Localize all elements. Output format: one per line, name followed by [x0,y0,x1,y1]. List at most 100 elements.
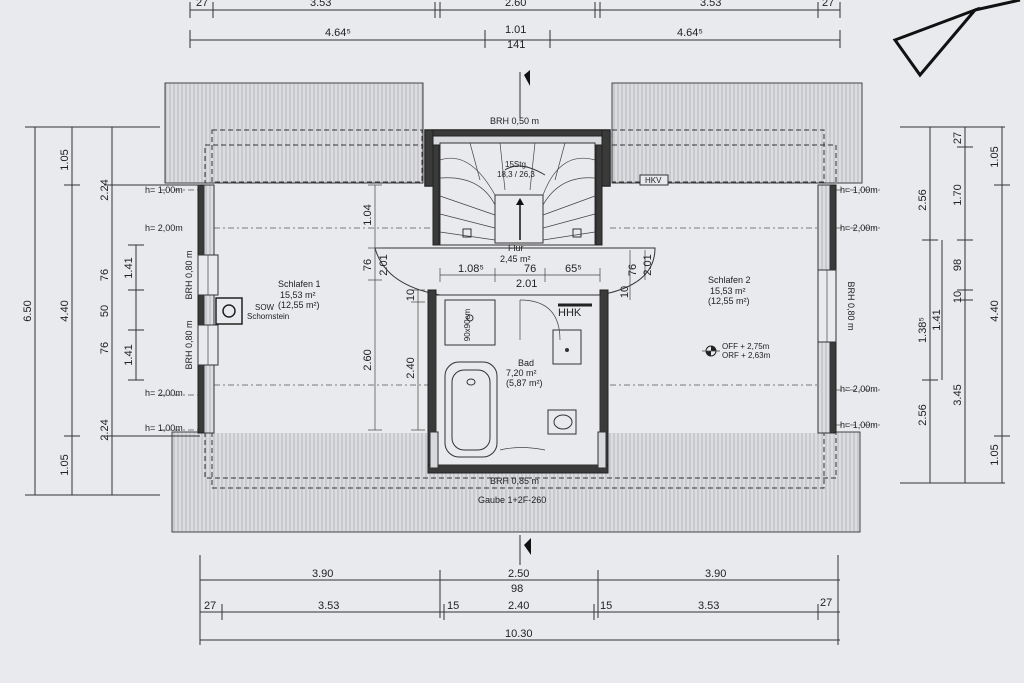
label-gaube: Gaube 1+2F-260 [478,495,546,505]
dim-bot-240: 2.40 [508,600,529,612]
dim-bot-98: 98 [511,583,523,595]
dim-right-345: 3.45 [952,384,964,405]
dim-bot-15-right: 15 [600,600,612,612]
label-h100-left-top: h= 1,00m [145,185,183,195]
section-cut-top [519,70,530,118]
left-dimensions [25,126,200,496]
window-right [817,269,837,343]
label-h200-right-bot: h= 2,00m [840,384,878,394]
label-bath-name: Bad [518,358,534,368]
dim-flur-108: 1.08⁵ [458,263,484,275]
dim-bot-353-right: 3.53 [698,600,719,612]
label-h100-right-top: h= 1,00m [840,185,878,195]
dim-right-98: 98 [952,259,964,271]
label-shower: 90x90cm [463,308,472,341]
dim-flur-65: 65⁵ [565,263,582,275]
label-hkv: HKV [645,176,662,185]
dim-left-76b: 76 [99,342,111,354]
level-marker-icon [702,345,720,357]
top-dimension-row-2: 4.64⁵ 1.01 141 4.64⁵ [189,24,841,51]
dim-bot-353-left: 3.53 [318,600,339,612]
dim-in-260: 2.60 [362,349,374,370]
dim-right-256a: 2.56 [917,189,929,210]
section-cut-bottom [519,535,531,565]
label-room1-net: (12,55 m²) [278,300,320,310]
label-hhk: HHK [558,307,582,319]
bathroom [427,289,609,474]
label-sow: SOW [255,303,275,312]
label-h100-left-bot: h= 1,00m [145,423,183,433]
dim-left-76a: 76 [99,269,111,281]
dim-top-r27: 27 [822,0,834,9]
label-brh-bottom: BRH 0,85 m [490,476,539,486]
top-dimension-row-1: 27 3.53 2.60 3.53 27 [189,0,841,18]
dim-top-l27: 27 [196,0,208,9]
label-room1-name: Schlafen 1 [278,279,321,289]
dim-right-440: 4.40 [989,300,1001,321]
label-brh-left-1: BRH 0,80 m [184,250,194,299]
dim-left-105-top: 1.05 [59,149,71,170]
label-bath-net: (5,87 m²) [506,378,543,388]
bottom-dimensions [199,555,840,645]
label-chimney: Schornstein [247,312,289,321]
dim-top2-mid-sub: 141 [507,39,525,51]
dim-bot-15-left: 15 [447,600,459,612]
label-h100-right-bot: h= 1,00m [840,420,878,430]
label-bath-area: 7,20 m² [506,368,537,378]
label-brh-right: BRH 0,80 m [846,281,856,330]
north-arrow-icon [892,0,1021,78]
label-stairs-dims: 18,3 / 26,3 [497,170,535,179]
label-h200-left-top: h= 2,00m [145,223,183,233]
roof-left-top [164,82,424,184]
label-brh-top: BRH 0,50 m [490,116,539,126]
label-off: OFF + 2,75m [722,342,770,351]
dim-left-50: 50 [99,305,111,317]
dim-bot-250: 2.50 [508,568,529,580]
dim-bot-27-right: 27 [820,597,832,609]
dim-right-138: 1.38⁵ [917,317,929,343]
dim-bot-390-right: 3.90 [705,568,726,580]
stair-core [424,129,611,246]
dim-top-left: 3.53 [310,0,331,9]
chimney [215,297,243,325]
dim-left-224-bot: 2.24 [99,419,111,440]
dim-bot-27-left: 27 [204,600,216,612]
label-brh-left-2: BRH 0,80 m [184,320,194,369]
interior-dims [368,184,646,431]
wall-projection-dashes [160,129,880,489]
dim-right-256b: 2.56 [917,404,929,425]
dim-left-650: 6.50 [22,300,34,321]
dim-top2-left: 4.64⁵ [325,27,351,39]
window-left-1 [197,254,219,296]
label-orf: ORF + 2,63m [722,351,771,360]
dim-flur-76: 76 [524,263,536,275]
dim-right-170: 1.70 [952,184,964,205]
dim-right-10: 10 [952,291,964,303]
dim-in-10b: 10 [619,286,631,298]
dim-right-105a: 1.05 [989,146,1001,167]
window-left-2 [197,324,219,366]
label-room1-area: 15,53 m² [280,290,316,300]
label-flur-area: 2,45 m² [500,254,531,264]
label-room2-area: 15,53 m² [710,286,746,296]
label-h200-right-top: h= 2,00m [840,223,878,233]
label-stairs-count: 15Stg. [505,160,528,169]
dim-left-224-top: 2.24 [99,179,111,200]
dim-bot-1030: 10.30 [505,628,533,640]
dim-top2-right: 4.64⁵ [677,27,703,39]
dim-in-201b: 2.01 [642,254,654,275]
dim-left-440: 4.40 [59,300,71,321]
label-room2-name: Schlafen 2 [708,275,751,285]
label-room2-net: (12,55 m²) [708,296,750,306]
dim-right-27: 27 [952,132,964,144]
right-dimensions [900,126,1010,484]
dim-in-240: 2.40 [405,357,417,378]
dim-bot-390-left: 3.90 [312,568,333,580]
dim-top-mid: 2.60 [505,0,526,9]
hkv-box [639,174,669,186]
dim-in-10a: 10 [405,289,417,301]
dim-in-76b: 76 [627,264,639,276]
dim-in-104: 1.04 [362,204,374,225]
label-flur-name: Flur [508,243,524,253]
